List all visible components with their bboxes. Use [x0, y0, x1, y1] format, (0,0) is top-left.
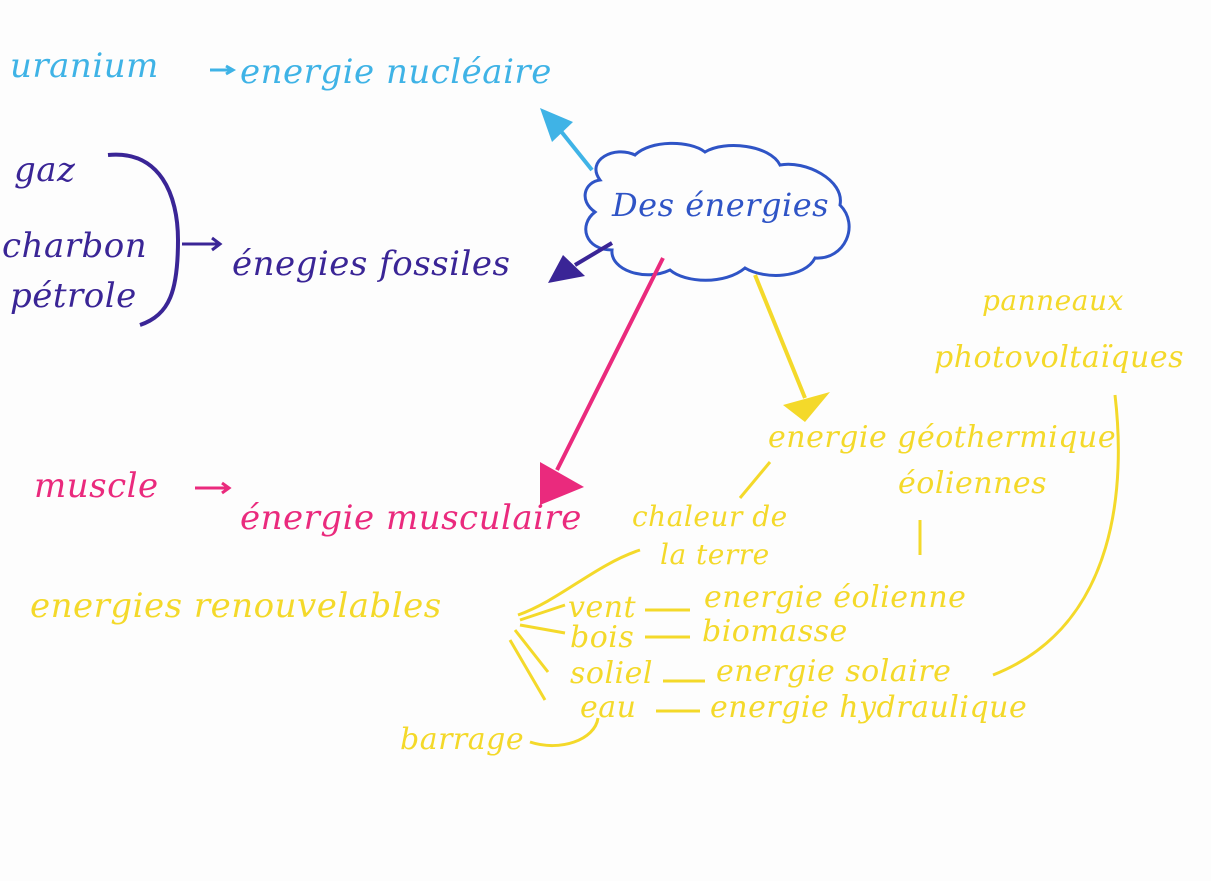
- bois-source: bois: [570, 620, 635, 655]
- vent-energy: energie éolienne: [704, 580, 967, 615]
- soleil-energy: energie solaire: [716, 654, 952, 689]
- nuclear-source: uranium: [10, 46, 159, 86]
- vent-source: vent: [568, 590, 637, 625]
- fossil-bracket: [107, 152, 181, 327]
- arrow-head-muscle: [540, 462, 584, 505]
- arrow-to-muscle: [555, 257, 665, 471]
- center-label: Des énergies: [612, 186, 830, 224]
- eau-energy: energie hydraulique: [710, 690, 1028, 725]
- fossil-bracket-arrow: [182, 236, 223, 252]
- arrow-head-fossil: [548, 255, 585, 283]
- bois-energy: biomasse: [702, 614, 848, 649]
- eoliennes: éoliennes: [898, 466, 1048, 501]
- muscle-source: muscle: [34, 466, 159, 506]
- fossil-source-gaz: gaz: [14, 150, 76, 190]
- fossil-energy: énegies fossiles: [232, 244, 511, 284]
- chaleur-line-2: la terre: [660, 538, 770, 571]
- geothermique-energy: energie géothermique: [768, 420, 1117, 455]
- renewable-title: energies renouvelables: [30, 586, 442, 626]
- nuclear-energy: energie nucléaire: [240, 52, 552, 92]
- arrow-to-nuclear: [558, 128, 594, 172]
- panneaux-line-2: photovoltaïques: [934, 340, 1185, 375]
- chaleur-line-1: chaleur de: [632, 500, 788, 533]
- renewable-connectors: [195, 64, 1120, 747]
- fossil-source-charbon: charbon: [2, 226, 148, 266]
- arrow-to-renewable: [753, 274, 807, 399]
- panneaux-line-1: panneaux: [982, 284, 1124, 317]
- fossil-source-petrole: pétrole: [10, 276, 137, 316]
- arrow-head-nuclear: [540, 108, 573, 142]
- eau-source: eau: [580, 690, 637, 725]
- barrage: barrage: [400, 722, 525, 757]
- arrow-head-renewable: [783, 392, 830, 422]
- soleil-source: soliel: [570, 656, 653, 691]
- muscle-energy: énergie musculaire: [240, 498, 582, 538]
- arrow-to-fossil: [573, 241, 614, 267]
